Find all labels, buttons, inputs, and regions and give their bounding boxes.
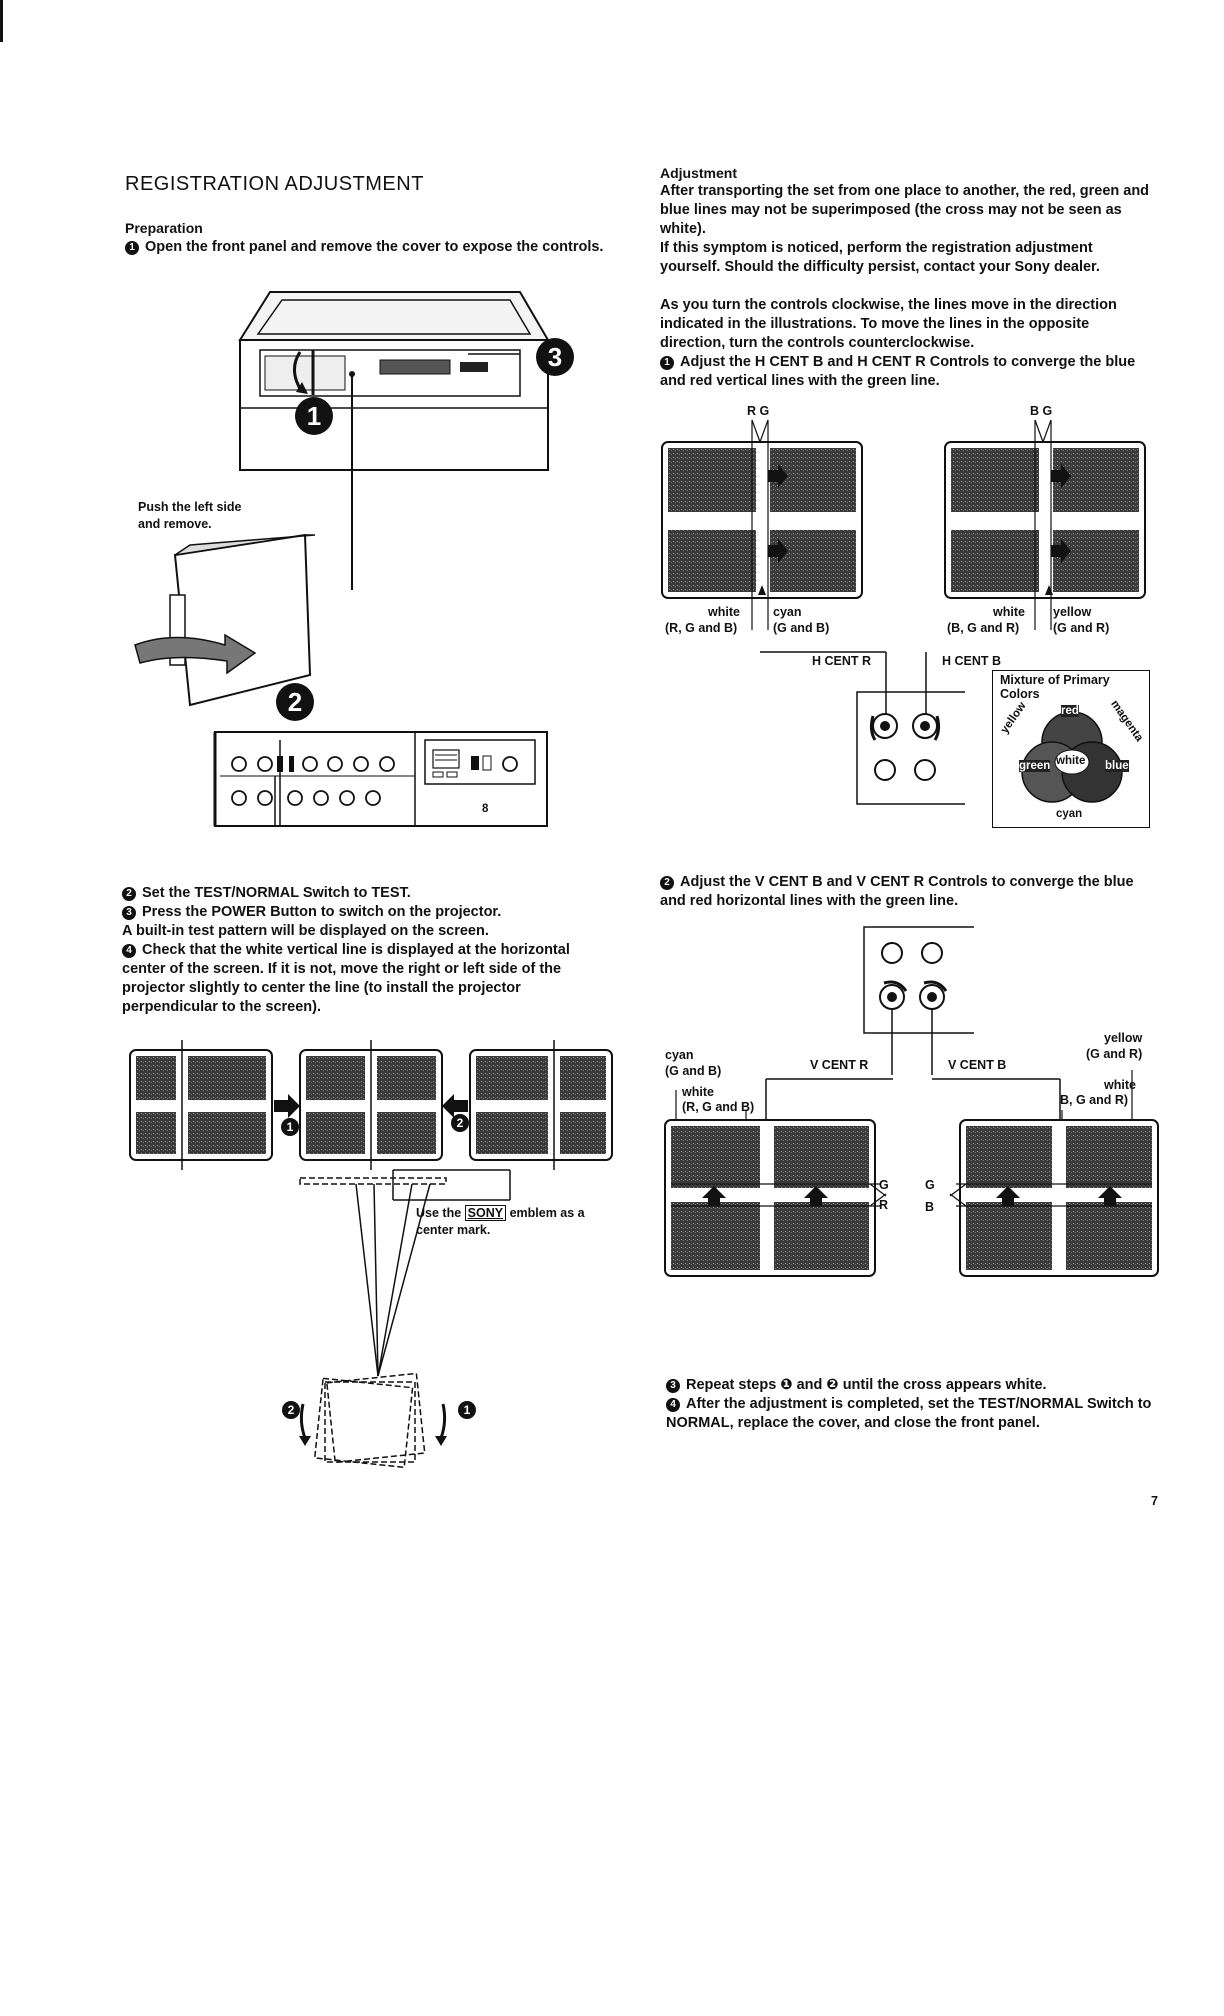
color-mixture-box	[992, 670, 1150, 828]
preparation-heading: Preparation	[125, 220, 203, 236]
page-number: 7	[1151, 1494, 1158, 1508]
v-yellow-label: yellow	[1104, 1031, 1143, 1045]
venn-blue: blue	[1105, 760, 1129, 772]
projector-rotation	[299, 1372, 447, 1469]
hcent-b-label: H CENT B	[942, 654, 1002, 668]
sony-label: Use the SONY emblem as a	[416, 1205, 585, 1221]
adjustment-para-2: If this symptom is noticed, perform the …	[660, 240, 1100, 275]
v-cyan-label: cyan	[665, 1048, 694, 1062]
mixture-title-2: Colors	[1000, 687, 1040, 701]
white-bgr-sub: (B, G and R)	[947, 621, 1020, 635]
white-rgb-label: white	[708, 605, 740, 619]
step-number-2: 2	[122, 887, 136, 901]
page-title: REGISTRATION ADJUSTMENT	[125, 173, 424, 195]
r-label-1: R	[879, 1198, 889, 1212]
vcent-b-label: V CENT B	[948, 1058, 1007, 1072]
adj-step-number-1: 1	[660, 356, 674, 370]
marker-2: 2	[276, 683, 314, 721]
yellow-sub: (G and R)	[1053, 621, 1110, 635]
adj-step-number-2: 2	[660, 876, 674, 890]
step-number-4: 4	[122, 944, 136, 958]
cover-removal-illustration	[134, 533, 316, 707]
step-number-1: 1	[125, 241, 139, 255]
v-white2-sub: B, G and R)	[1060, 1093, 1129, 1107]
v-cyan-sub: (G and B)	[665, 1064, 722, 1078]
sony-emblem: SONY	[464, 1205, 507, 1221]
adjustment-para-3: As you turn the controls clockwise, the …	[660, 297, 1117, 351]
projection-beam	[299, 1169, 511, 1377]
adj-step-number-4: 4	[666, 1398, 680, 1412]
h-cent-controls	[856, 691, 965, 805]
bg-label: B G	[1030, 404, 1053, 418]
screen-marker-2: 2	[451, 1114, 469, 1132]
adj-step-number-3: 3	[666, 1379, 680, 1393]
rotate-marker-1: 1	[458, 1401, 476, 1419]
v-cent-screens	[664, 1070, 1159, 1277]
cyan-label: cyan	[773, 605, 802, 619]
control-panel-illustration	[213, 731, 548, 827]
venn-cyan: cyan	[1056, 808, 1083, 820]
marker-3: 3	[536, 338, 574, 376]
edge-mark	[0, 0, 3, 42]
step-number-3: 3	[122, 906, 136, 920]
rg-label: R G	[747, 404, 770, 418]
yellow-label: yellow	[1053, 605, 1092, 619]
adjustment-para-1: After transporting the set from one plac…	[660, 183, 1150, 237]
rotate-marker-2: 2	[282, 1401, 300, 1419]
marker-1: 1	[295, 397, 333, 435]
screen-marker-1: 1	[281, 1118, 299, 1136]
white-bgr-label: white	[993, 605, 1025, 619]
g-label-1: G	[879, 1178, 889, 1192]
panel-letter: 8	[482, 803, 489, 815]
color-venn-diagram	[1021, 711, 1123, 803]
v-yellow-sub: (G and R)	[1086, 1047, 1143, 1061]
push-label-1: Push the left side	[138, 500, 242, 514]
vcent-r-label: V CENT R	[810, 1058, 869, 1072]
venn-white: white	[1056, 755, 1086, 767]
cyan-sub: (G and B)	[773, 621, 830, 635]
white-rgb-sub: (R, G and B)	[665, 621, 738, 635]
push-label-2: and remove.	[138, 517, 212, 531]
venn-red: red	[1061, 705, 1079, 717]
v-white2-label: white	[1104, 1078, 1136, 1092]
b-label-2: B	[925, 1200, 935, 1214]
projector-illustration	[238, 291, 550, 590]
sony-label-2: center mark.	[416, 1223, 491, 1237]
v-white-sub: (R, G and B)	[682, 1100, 755, 1114]
mixture-title-1: Mixture of Primary	[1000, 673, 1110, 687]
h-cent-screens	[661, 419, 1146, 730]
v-white-label: white	[682, 1085, 714, 1099]
hcent-r-label: H CENT R	[812, 654, 872, 668]
adjustment-heading: Adjustment	[660, 165, 737, 181]
g-label-2: G	[925, 1178, 935, 1192]
v-cent-controls	[863, 926, 974, 1075]
centering-screens	[129, 1040, 613, 1170]
venn-green: green	[1019, 760, 1051, 772]
